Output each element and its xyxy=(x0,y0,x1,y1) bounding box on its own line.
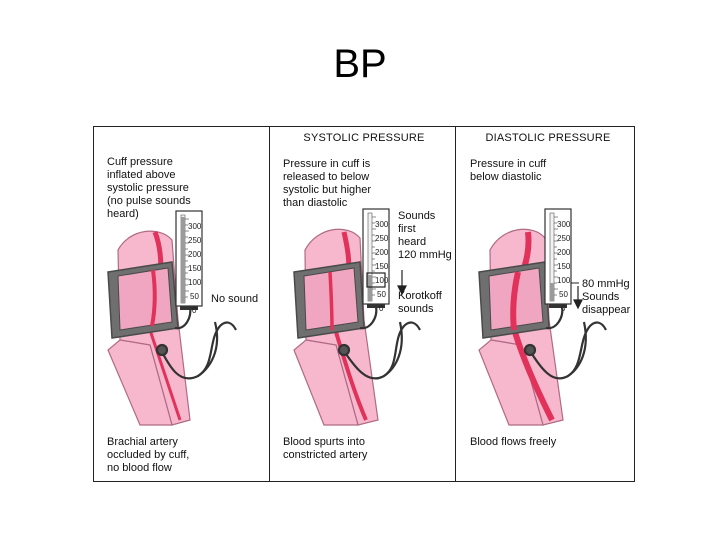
panel-3-sounds-disappear: 80 mmHg Sounds disappear xyxy=(582,278,631,316)
panel-divider xyxy=(269,126,270,482)
panel-2-arrow xyxy=(397,270,407,296)
scale-250: 250 xyxy=(188,236,202,245)
panel-3-gauge xyxy=(544,208,579,309)
svg-text:300: 300 xyxy=(375,220,389,229)
panel-2-sounds-first-heard: Sounds first heard 120 mmHg xyxy=(398,210,452,261)
panel-2-gauge xyxy=(362,208,390,309)
panel-2-bottom-note: Blood spurts into constricted artery xyxy=(283,436,368,461)
svg-text:200: 200 xyxy=(557,248,571,257)
gauge-scale-labels: 300 250 200 150 100 50 0 300 250 200 150 100 5… xyxy=(188,220,571,315)
svg-text:0: 0 xyxy=(379,304,384,313)
slide-title: BP xyxy=(333,42,387,86)
panel-3-arrow xyxy=(573,286,583,310)
svg-text:50: 50 xyxy=(559,290,568,299)
panel-3-bottom-note: Blood flows freely xyxy=(470,436,557,448)
scale-150: 150 xyxy=(188,264,202,273)
svg-text:150: 150 xyxy=(557,262,571,271)
diastolic-pressure-header: DIASTOLIC PRESSURE xyxy=(485,132,611,144)
svg-text:200: 200 xyxy=(375,248,389,257)
svg-text:100: 100 xyxy=(375,276,389,285)
svg-text:50: 50 xyxy=(377,290,386,299)
svg-text:0: 0 xyxy=(561,304,566,313)
scale-300: 300 xyxy=(188,222,202,231)
svg-text:150: 150 xyxy=(375,262,389,271)
scale-100: 100 xyxy=(188,278,202,287)
panel-1-top-note: Cuff pressure inflated above systolic pr… xyxy=(107,156,191,220)
panel-2-korotkoff-sounds: Korotkoff sounds xyxy=(398,290,442,315)
svg-text:250: 250 xyxy=(375,234,389,243)
panel-2-stethoscope xyxy=(337,305,421,380)
scale-200: 200 xyxy=(188,250,202,259)
systolic-pressure-header: SYSTOLIC PRESSURE xyxy=(303,132,425,144)
panel-1-bottom-note: Brachial artery occluded by cuff, no blo… xyxy=(107,436,190,474)
panel-1-stethoscope xyxy=(155,305,237,380)
panel-3-top-note: Pressure in cuff below diastolic xyxy=(470,158,547,183)
svg-text:100: 100 xyxy=(557,276,571,285)
svg-text:300: 300 xyxy=(557,220,571,229)
panel-1-arm xyxy=(107,230,191,426)
panel-2-top-note: Pressure in cuff is released to below sy… xyxy=(283,158,372,209)
panel-1-no-sound-label: No sound xyxy=(211,293,259,305)
scale-50: 50 xyxy=(190,292,199,301)
panel-1-gauge xyxy=(175,210,203,311)
scale-0: 0 xyxy=(192,306,197,315)
panel-3-stethoscope xyxy=(523,305,607,380)
panel-divider xyxy=(455,126,456,482)
svg-text:250: 250 xyxy=(557,234,571,243)
